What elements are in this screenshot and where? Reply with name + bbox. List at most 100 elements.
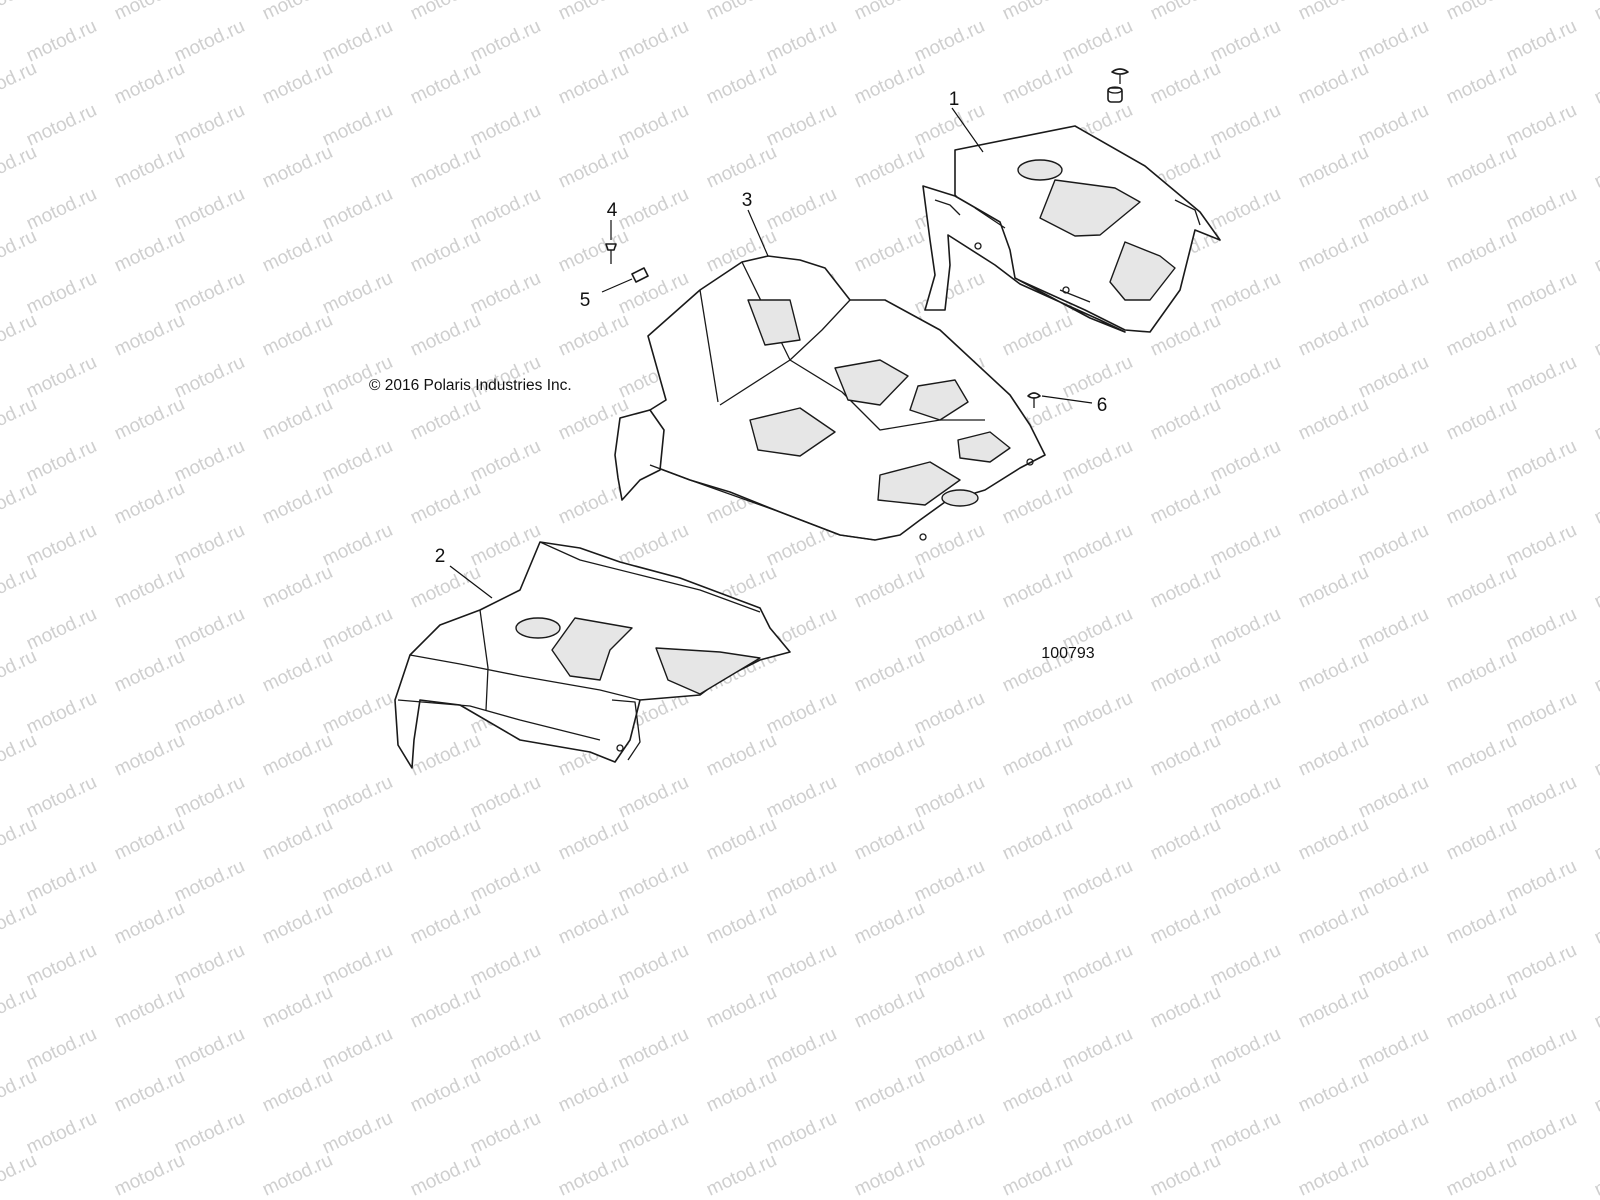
watermark-text: motod.ru (703, 142, 780, 193)
watermark-text: motod.ru (1443, 58, 1520, 109)
watermark-text: motod.ru (1147, 394, 1224, 445)
watermark-text: motod.ru (703, 0, 780, 25)
watermark-text: motod.ru (999, 478, 1076, 529)
watermark-text: motod.ru (1207, 268, 1284, 319)
watermark-text: motod.ru (259, 0, 336, 25)
watermark-text: motod.ru (23, 436, 100, 487)
watermark-text: motod.ru (259, 394, 336, 445)
watermark-text: motod.ru (111, 394, 188, 445)
fastener-nut-top (1107, 86, 1123, 103)
watermark-text: motod.ru (851, 142, 928, 193)
watermark-text: motod.ru (1591, 982, 1600, 1033)
watermark-text: motod.ru (1147, 814, 1224, 865)
watermark-text: motod.ru (1295, 1066, 1372, 1117)
watermark-text: motod.ru (407, 58, 484, 109)
watermark-text: motod.ru (407, 730, 484, 781)
watermark-text: motod.ru (555, 142, 632, 193)
watermark-text: motod.ru (763, 100, 840, 151)
watermark-text: motod.ru (851, 898, 928, 949)
callout-4: 4 (607, 200, 618, 221)
watermark-text: motod.ru (171, 16, 248, 67)
watermark-text: motod.ru (407, 1150, 484, 1200)
watermark-text: motod.ru (615, 1024, 692, 1075)
watermark-text: motod.ru (1207, 184, 1284, 235)
watermark-text: motod.ru (1059, 940, 1136, 991)
watermark-text: motod.ru (1207, 856, 1284, 907)
watermark-text: motod.ru (1443, 1150, 1520, 1200)
watermark-text: motod.ru (703, 982, 780, 1033)
watermark-text: motod.ru (851, 646, 928, 697)
watermark-text: motod.ru (259, 562, 336, 613)
watermark-text: motod.ru (171, 436, 248, 487)
watermark-text: motod.ru (23, 856, 100, 907)
watermark-text: motod.ru (911, 688, 988, 739)
watermark-text: motod.ru (1443, 226, 1520, 277)
watermark-text: motod.ru (1295, 646, 1372, 697)
watermark-text: motod.ru (319, 1024, 396, 1075)
watermark-text: motod.ru (467, 100, 544, 151)
watermark-text: motod.ru (1059, 856, 1136, 907)
watermark-text: motod.ru (467, 856, 544, 907)
watermark-text: motod.ru (1591, 562, 1600, 613)
watermark-text: motod.ru (407, 982, 484, 1033)
watermark-text: motod.ru (0, 478, 40, 529)
watermark-text: motod.ru (1147, 478, 1224, 529)
watermark-text: motod.ru (111, 142, 188, 193)
watermark-text: motod.ru (1503, 184, 1580, 235)
watermark-text: motod.ru (111, 898, 188, 949)
watermark-text: motod.ru (23, 520, 100, 571)
watermark-text: motod.ru (763, 688, 840, 739)
watermark-text: motod.ru (1355, 688, 1432, 739)
watermark-text: motod.ru (911, 1024, 988, 1075)
watermark-text: motod.ru (1591, 730, 1600, 781)
watermark-text: motod.ru (23, 772, 100, 823)
watermark-text: motod.ru (703, 730, 780, 781)
copyright-text: © 2016 Polaris Industries Inc. (369, 377, 572, 394)
watermark-text: motod.ru (171, 604, 248, 655)
watermark-text: motod.ru (0, 142, 40, 193)
watermark-text: motod.ru (1355, 940, 1432, 991)
watermark-text: motod.ru (1591, 646, 1600, 697)
watermark-text: motod.ru (555, 0, 632, 25)
watermark-text: motod.ru (23, 688, 100, 739)
watermark-text: motod.ru (259, 58, 336, 109)
watermark-text: motod.ru (407, 310, 484, 361)
watermark-text: motod.ru (1059, 772, 1136, 823)
watermark-text: motod.ru (23, 184, 100, 235)
callout-6: 6 (1097, 395, 1108, 416)
watermark-text: motod.ru (23, 940, 100, 991)
watermark-text: motod.ru (23, 1024, 100, 1075)
watermark-text: motod.ru (111, 226, 188, 277)
watermark-text: motod.ru (1591, 1066, 1600, 1117)
watermark-text: motod.ru (1295, 0, 1372, 25)
watermark-text: motod.ru (0, 562, 40, 613)
watermark-text: motod.ru (1207, 352, 1284, 403)
watermark-text: motod.ru (851, 226, 928, 277)
watermark-text: motod.ru (911, 16, 988, 67)
watermark-text: motod.ru (407, 226, 484, 277)
watermark-text: motod.ru (1355, 268, 1432, 319)
watermark-text: motod.ru (1355, 436, 1432, 487)
watermark-text: motod.ru (615, 940, 692, 991)
watermark-text: motod.ru (555, 310, 632, 361)
watermark-text: motod.ru (1059, 16, 1136, 67)
watermark-text: motod.ru (111, 58, 188, 109)
watermark-text: motod.ru (111, 982, 188, 1033)
watermark-text: motod.ru (703, 58, 780, 109)
watermark-text: motod.ru (0, 898, 40, 949)
watermark-text: motod.ru (111, 814, 188, 865)
watermark-text: motod.ru (911, 940, 988, 991)
watermark-text: motod.ru (171, 688, 248, 739)
watermark-text: motod.ru (999, 814, 1076, 865)
watermark-text: motod.ru (1591, 898, 1600, 949)
watermark-text: motod.ru (1443, 814, 1520, 865)
watermark-text: motod.ru (1355, 1024, 1432, 1075)
watermark-text: motod.ru (615, 100, 692, 151)
watermark-text: motod.ru (1059, 688, 1136, 739)
watermark-text: motod.ru (0, 394, 40, 445)
watermark-text: motod.ru (703, 814, 780, 865)
watermark-text: motod.ru (319, 688, 396, 739)
watermark-text: motod.ru (407, 814, 484, 865)
watermark-text: motod.ru (1207, 1108, 1284, 1159)
watermark-text: motod.ru (1295, 310, 1372, 361)
